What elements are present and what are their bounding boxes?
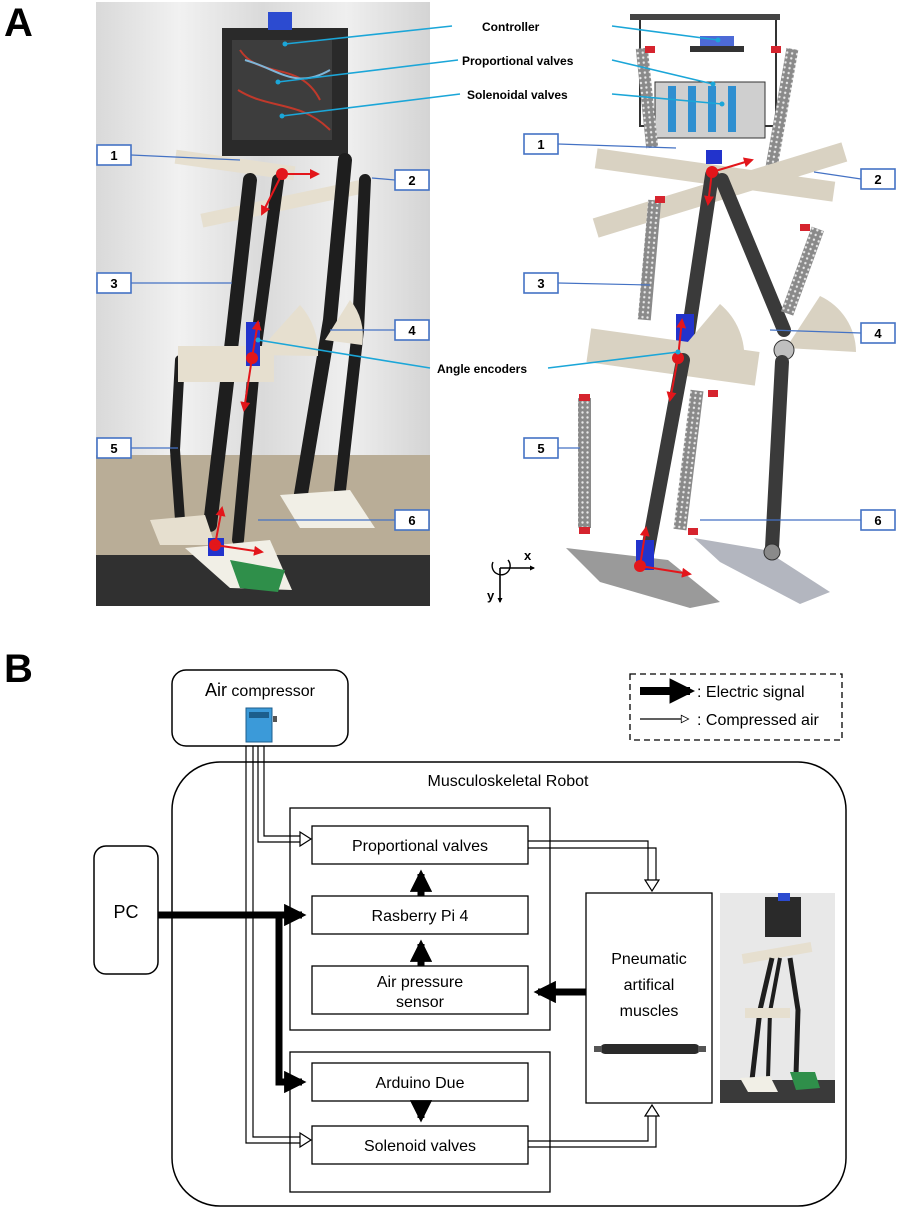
callout-solenoidal-valves: Solenoidal valves	[467, 88, 568, 102]
air-pressure-sensor-block	[311, 965, 529, 1015]
axis-y-label: y	[487, 588, 495, 603]
proportional-valves-label: Proportional valves	[352, 838, 488, 855]
robot-photo	[96, 2, 430, 606]
legend-electric-label: : Electric signal	[697, 684, 805, 701]
callout-controller: Controller	[482, 20, 540, 34]
arduino-due-label: Arduino Due	[376, 1075, 465, 1092]
robot-container	[171, 761, 847, 1207]
proportional-valves-block	[311, 825, 529, 865]
label-4-photo: 4	[408, 323, 416, 338]
pneumatic-muscles-block	[585, 892, 713, 1104]
muscle-icon	[594, 1044, 706, 1054]
label-6-cad: 6	[874, 513, 881, 528]
air-compressor-label: Air compressor	[205, 680, 316, 700]
label-2-cad: 2	[874, 172, 881, 187]
panel-a-letter: A	[4, 1, 33, 45]
air-pressure-sensor-line1: Air pressure	[377, 974, 463, 991]
label-2-photo: 2	[408, 173, 415, 188]
compressed-air-lines	[245, 746, 657, 1148]
label-1-photo: 1	[110, 148, 117, 163]
legend-air-label: : Compressed air	[697, 712, 819, 729]
label-3-photo: 3	[110, 276, 117, 291]
pc-label: PC	[113, 902, 138, 922]
callout-lines	[257, 25, 723, 369]
robot-thumbnail	[720, 893, 835, 1103]
label-5-photo: 5	[110, 441, 117, 456]
compressed-air-heads	[299, 830, 661, 1149]
muscles-line3: muscles	[620, 1003, 679, 1020]
legend: : Electric signal : Compressed air	[629, 673, 843, 741]
callout-angle-encoders: Angle encoders	[437, 362, 527, 376]
arduino-group	[289, 1051, 551, 1193]
arduino-due-block	[311, 1062, 529, 1102]
number-labels: 1 2 3 4 5 6 1 2 3 4 5 6	[96, 133, 896, 531]
panel-b-letter: B	[4, 647, 33, 691]
muscles-line2: artifical	[624, 977, 675, 994]
callout-proportional-valves: Proportional valves	[462, 54, 574, 68]
air-compressor-word2: compressor	[227, 683, 316, 700]
solenoid-valves-label: Solenoid valves	[364, 1138, 476, 1155]
electric-signal-arrows	[158, 869, 586, 1123]
axis-x-label: x	[524, 548, 532, 563]
air-pressure-sensor-line2: sensor	[396, 994, 445, 1011]
label-1-cad: 1	[537, 137, 544, 152]
robot-title: Musculoskeletal Robot	[428, 773, 590, 790]
compressor-icon	[245, 707, 277, 743]
raspberry-pi-label: Rasberry Pi 4	[372, 908, 469, 925]
label-5-cad: 5	[537, 441, 544, 456]
air-compressor-block: Air compressor	[171, 669, 349, 747]
axis-indicator: x y	[487, 548, 536, 604]
label-4-cad: 4	[874, 326, 882, 341]
label-3-cad: 3	[537, 276, 544, 291]
number-leader-lines	[130, 143, 862, 521]
muscles-line1: Pneumatic	[611, 951, 687, 968]
air-compressor-word1: Air	[205, 680, 227, 700]
callout-dots	[255, 37, 725, 355]
label-6-photo: 6	[408, 513, 415, 528]
pc-block	[93, 845, 159, 975]
solenoid-valves-block	[311, 1125, 529, 1165]
